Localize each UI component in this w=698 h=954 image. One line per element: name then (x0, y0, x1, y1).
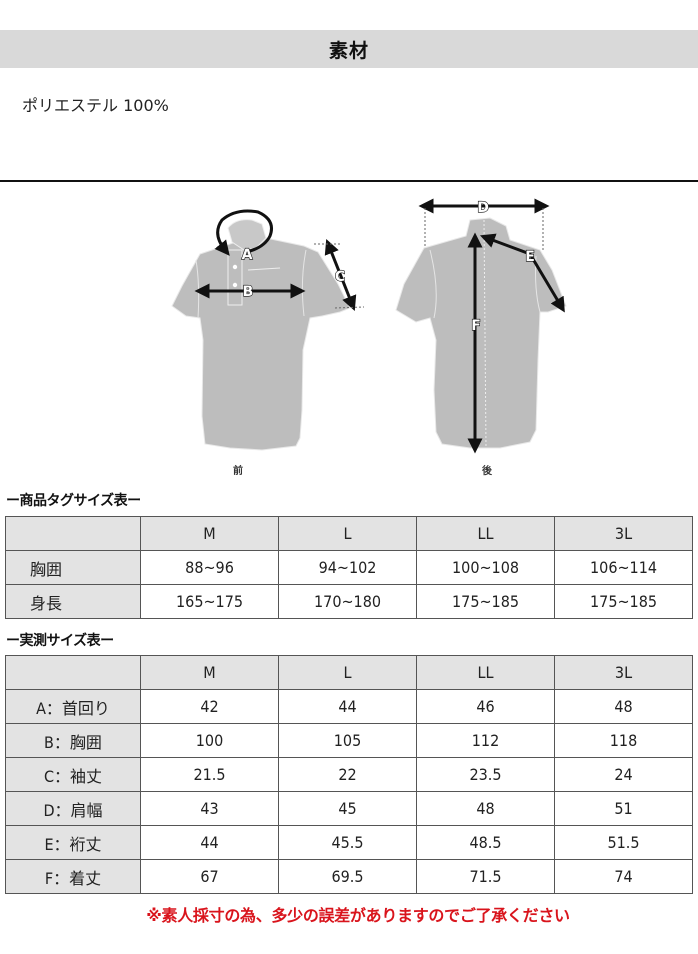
table-cell: 51.5 (554, 825, 693, 860)
header-cell-ll: LL (416, 655, 555, 690)
table-cell: 74 (554, 859, 693, 894)
table-row: F：着丈 67 69.5 71.5 74 (5, 859, 693, 894)
material-value: ポリエステル 100% (22, 96, 169, 115)
back-shirt-icon (395, 198, 567, 454)
table-cell: 112 (416, 723, 555, 758)
table-cell: 105 (278, 723, 417, 758)
row-label: C：袖丈 (5, 757, 141, 792)
table-cell: 51 (554, 791, 693, 826)
marker-b: B (243, 284, 254, 300)
front-shirt-icon (171, 209, 365, 451)
table-cell: 165~175 (140, 584, 279, 619)
measured-size-table: M L LL 3L A：首回り 42 44 46 48 B：胸囲 100 105… (5, 655, 693, 894)
material-heading-band: 素材 (0, 30, 698, 68)
table-row: B：胸囲 100 105 112 118 (5, 723, 693, 758)
row-label: A：首回り (5, 689, 141, 724)
front-view-label: 前 (233, 466, 243, 477)
header-cell-ll: LL (416, 516, 555, 551)
table-cell: 44 (278, 689, 417, 724)
table-cell: 45 (278, 791, 417, 826)
table-cell: 175~185 (554, 584, 693, 619)
shirt-illustration: A B C D E F (171, 198, 567, 454)
table-cell: 118 (554, 723, 693, 758)
table-cell: 71.5 (416, 859, 555, 894)
table-cell: 22 (278, 757, 417, 792)
header-cell-l: L (278, 655, 417, 690)
table-cell: 43 (140, 791, 279, 826)
table-cell: 94~102 (278, 550, 417, 585)
header-cell-l: L (278, 516, 417, 551)
table-cell: 21.5 (140, 757, 279, 792)
header-cell-empty (5, 516, 141, 551)
table-cell: 67 (140, 859, 279, 894)
table-cell: 106~114 (554, 550, 693, 585)
table-row: E：裄丈 44 45.5 48.5 51.5 (5, 825, 693, 860)
table-cell: 46 (416, 689, 555, 724)
table-header-row: M L LL 3L (5, 516, 693, 551)
material-heading: 素材 (328, 39, 369, 62)
measured-size-table-title: ー実測サイズ表ー (6, 633, 114, 649)
table-row: 胸囲 88~96 94~102 100~108 106~114 (5, 550, 693, 585)
measurement-disclaimer-note: ※素人採寸の為、多少の誤差がありますのでご了承ください (146, 906, 570, 925)
row-label: 身長 (5, 584, 141, 619)
row-label: 胸囲 (5, 550, 141, 585)
table-cell: 48.5 (416, 825, 555, 860)
table-cell: 23.5 (416, 757, 555, 792)
table-cell: 48 (416, 791, 555, 826)
table-cell: 45.5 (278, 825, 417, 860)
section-divider (0, 180, 698, 182)
table-cell: 42 (140, 689, 279, 724)
marker-c: C (335, 269, 345, 285)
table-header-row: M L LL 3L (5, 655, 693, 690)
header-cell-m: M (140, 655, 279, 690)
row-label: E：裄丈 (5, 825, 141, 860)
table-row: 身長 165~175 170~180 175~185 175~185 (5, 584, 693, 619)
row-label: D：肩幅 (5, 791, 141, 826)
table-cell: 48 (554, 689, 693, 724)
marker-d: D (477, 200, 489, 216)
table-cell: 24 (554, 757, 693, 792)
table-cell: 170~180 (278, 584, 417, 619)
tag-size-table-title: ー商品タグサイズ表ー (6, 493, 141, 509)
header-cell-m: M (140, 516, 279, 551)
table-cell: 175~185 (416, 584, 555, 619)
row-label: B：胸囲 (5, 723, 141, 758)
table-row: A：首回り 42 44 46 48 (5, 689, 693, 724)
table-cell: 88~96 (140, 550, 279, 585)
tag-size-table: M L LL 3L 胸囲 88~96 94~102 100~108 106~11… (5, 516, 693, 619)
back-view-label: 後 (482, 466, 492, 477)
row-label: F：着丈 (5, 859, 141, 894)
header-cell-3l: 3L (554, 516, 693, 551)
table-cell: 69.5 (278, 859, 417, 894)
header-cell-3l: 3L (554, 655, 693, 690)
table-row: C：袖丈 21.5 22 23.5 24 (5, 757, 693, 792)
table-cell: 100 (140, 723, 279, 758)
table-cell: 44 (140, 825, 279, 860)
marker-a: A (242, 247, 253, 263)
table-row: D：肩幅 43 45 48 51 (5, 791, 693, 826)
measurement-diagram: A B C D E F 前 後 (0, 190, 698, 485)
marker-e: E (525, 249, 535, 265)
marker-f: F (471, 318, 481, 334)
header-cell-empty (5, 655, 141, 690)
table-cell: 100~108 (416, 550, 555, 585)
